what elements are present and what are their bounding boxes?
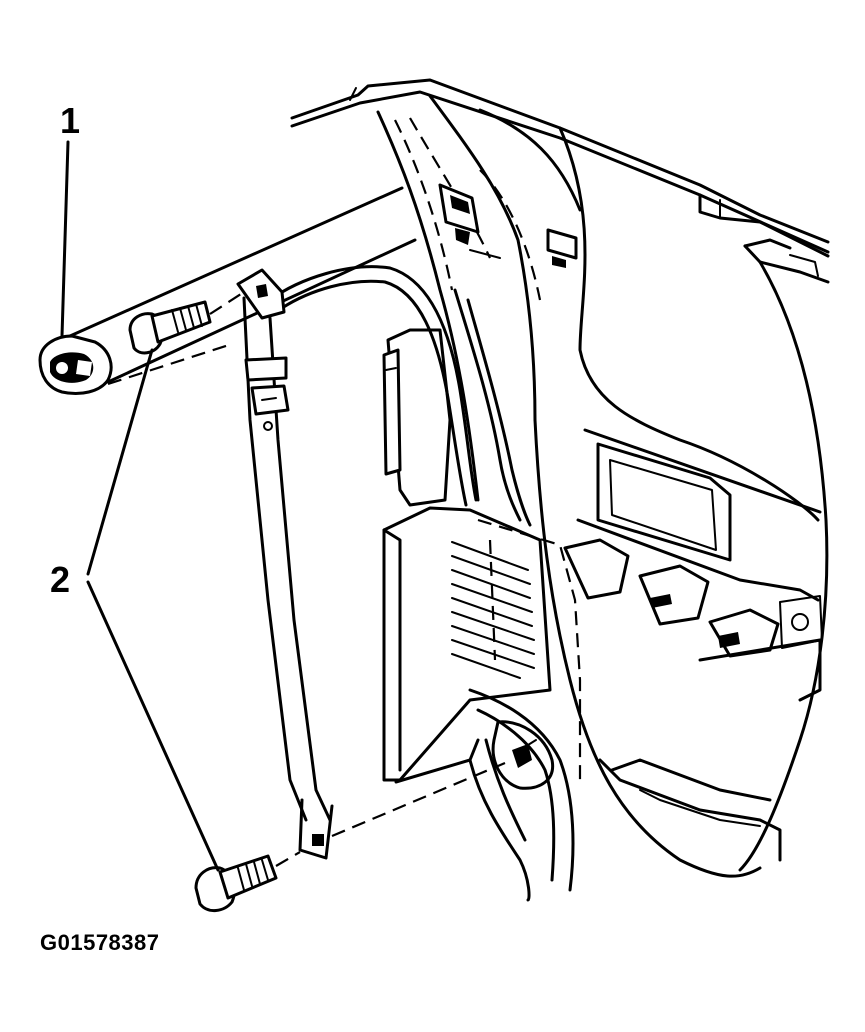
speaker-grille-housing xyxy=(382,328,582,784)
lower-pillar-mount xyxy=(468,688,575,902)
leader-2-upper xyxy=(86,348,154,576)
b-pillar-trim xyxy=(376,94,582,502)
lower-anchor-bolt xyxy=(194,851,301,912)
roof-rail-trim xyxy=(290,78,830,284)
callout-label-1: 1 xyxy=(60,100,81,141)
upper-anchor-bolt xyxy=(128,291,245,355)
d-ring-guide xyxy=(38,186,417,395)
belt-webbing-upper xyxy=(268,265,532,527)
callout-leaders xyxy=(60,140,220,872)
leader-1 xyxy=(60,140,70,338)
seat-belt-strap xyxy=(236,268,506,860)
speaker-grille-slats xyxy=(451,541,535,679)
leader-2-lower xyxy=(86,580,220,872)
figure-id: G01578387 xyxy=(40,930,160,955)
quarter-panel xyxy=(533,126,829,878)
callout-label-2: 2 xyxy=(50,559,71,600)
